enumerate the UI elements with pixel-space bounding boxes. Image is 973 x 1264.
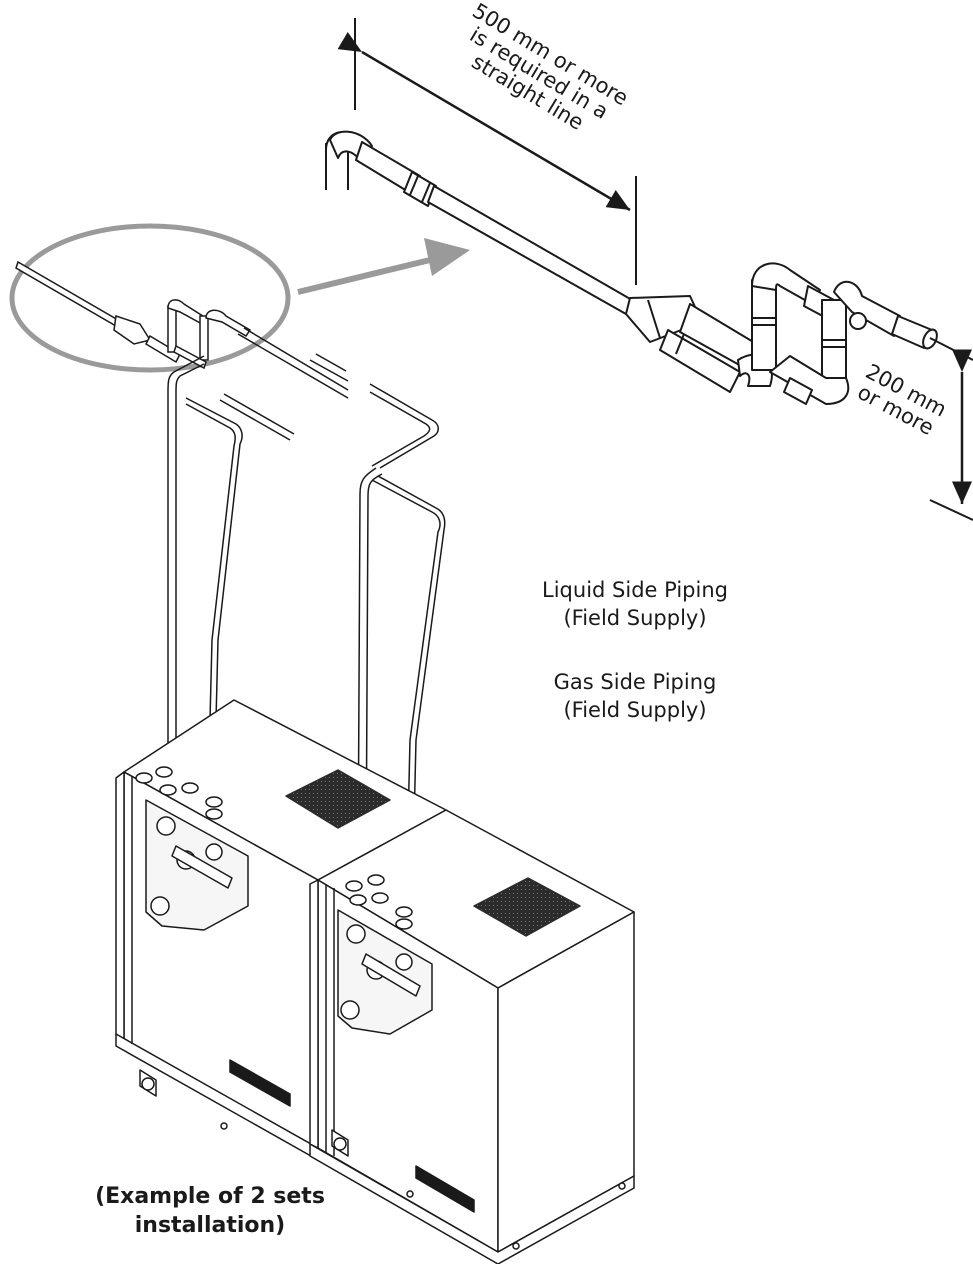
- callout-pipe-small: [15, 260, 252, 370]
- gas-piping-line-2: (Field Supply): [563, 698, 707, 722]
- caption-line-2: installation): [134, 1213, 286, 1238]
- straight-length-dimension: [337, 18, 637, 285]
- caption-line-1: (Example of 2 sets: [95, 1184, 325, 1209]
- liquid-piping-label: Liquid Side Piping (Field Supply): [520, 576, 750, 632]
- field-piping-runs: [167, 327, 446, 911]
- liquid-piping-line-2: (Field Supply): [563, 606, 707, 630]
- rise-height-dimension: [929, 337, 973, 521]
- installation-caption: (Example of 2 sets installation): [80, 1182, 340, 1240]
- detail-pipe-assembly: [325, 130, 938, 405]
- liquid-piping-line-1: Liquid Side Piping: [542, 578, 728, 602]
- gas-piping-line-1: Gas Side Piping: [553, 670, 717, 694]
- detail-callout: [9, 223, 470, 373]
- gas-piping-label: Gas Side Piping (Field Supply): [520, 668, 750, 724]
- outdoor-unit-right: [309, 809, 635, 1264]
- outdoor-unit-left: [115, 699, 447, 1161]
